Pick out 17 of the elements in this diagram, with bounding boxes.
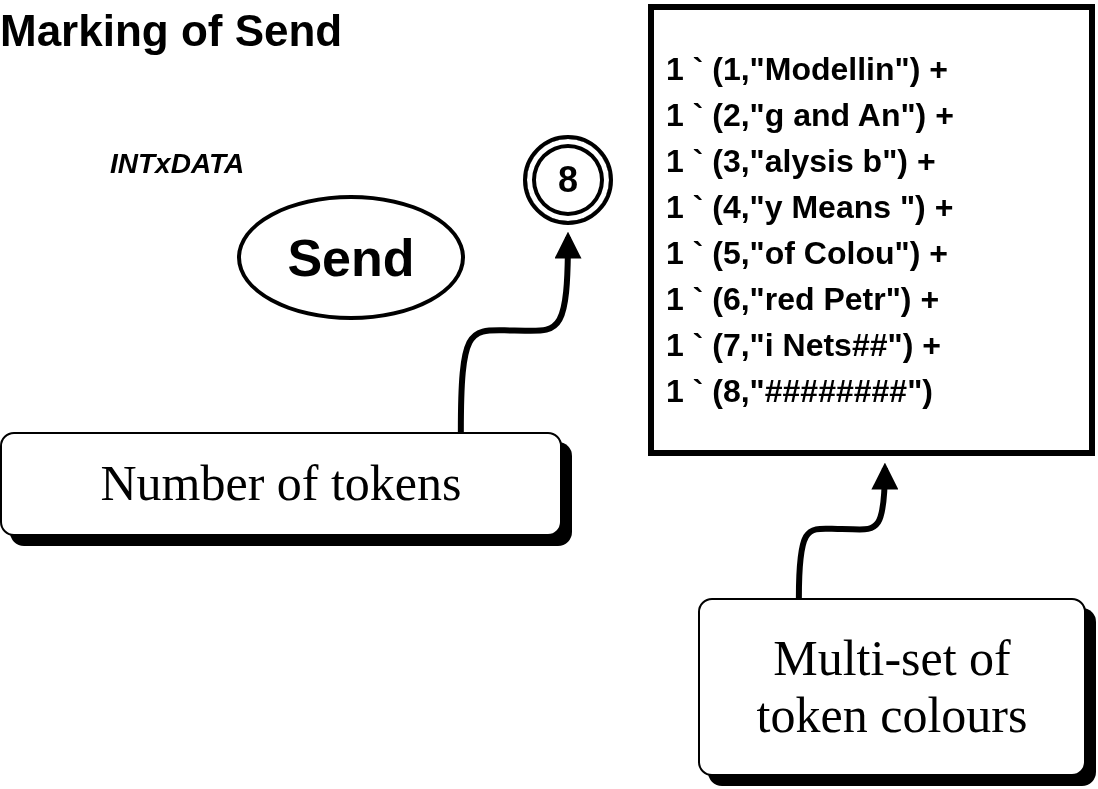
type-label: INTxDATA (110, 148, 245, 180)
callout-text: Number of tokens (100, 455, 462, 513)
marking-line: 1 ` (3,"alysis b") + (666, 142, 936, 181)
marking-line: 1 ` (8,"########") (666, 372, 933, 411)
marking-box (648, 4, 1095, 456)
curved-arrow (457, 231, 582, 433)
curved-arrow (795, 462, 899, 599)
marking-line: 1 ` (1,"Modellin") + (666, 50, 948, 89)
marking-line: 1 ` (6,"red Petr") + (666, 280, 940, 319)
place-name: Send (287, 227, 415, 288)
marking-line: 1 ` (5,"of Colou") + (666, 234, 948, 273)
marking-line: 1 ` (2,"g and An") + (666, 96, 954, 135)
token-count: 8 (558, 159, 578, 201)
diagram-title: Marking of Send (0, 6, 343, 56)
callout-text: Multi-set of token colours (755, 629, 1029, 745)
marking-line: 1 ` (4,"y Means ") + (666, 188, 954, 227)
marking-line: 1 ` (7,"i Nets##") + (666, 326, 941, 365)
